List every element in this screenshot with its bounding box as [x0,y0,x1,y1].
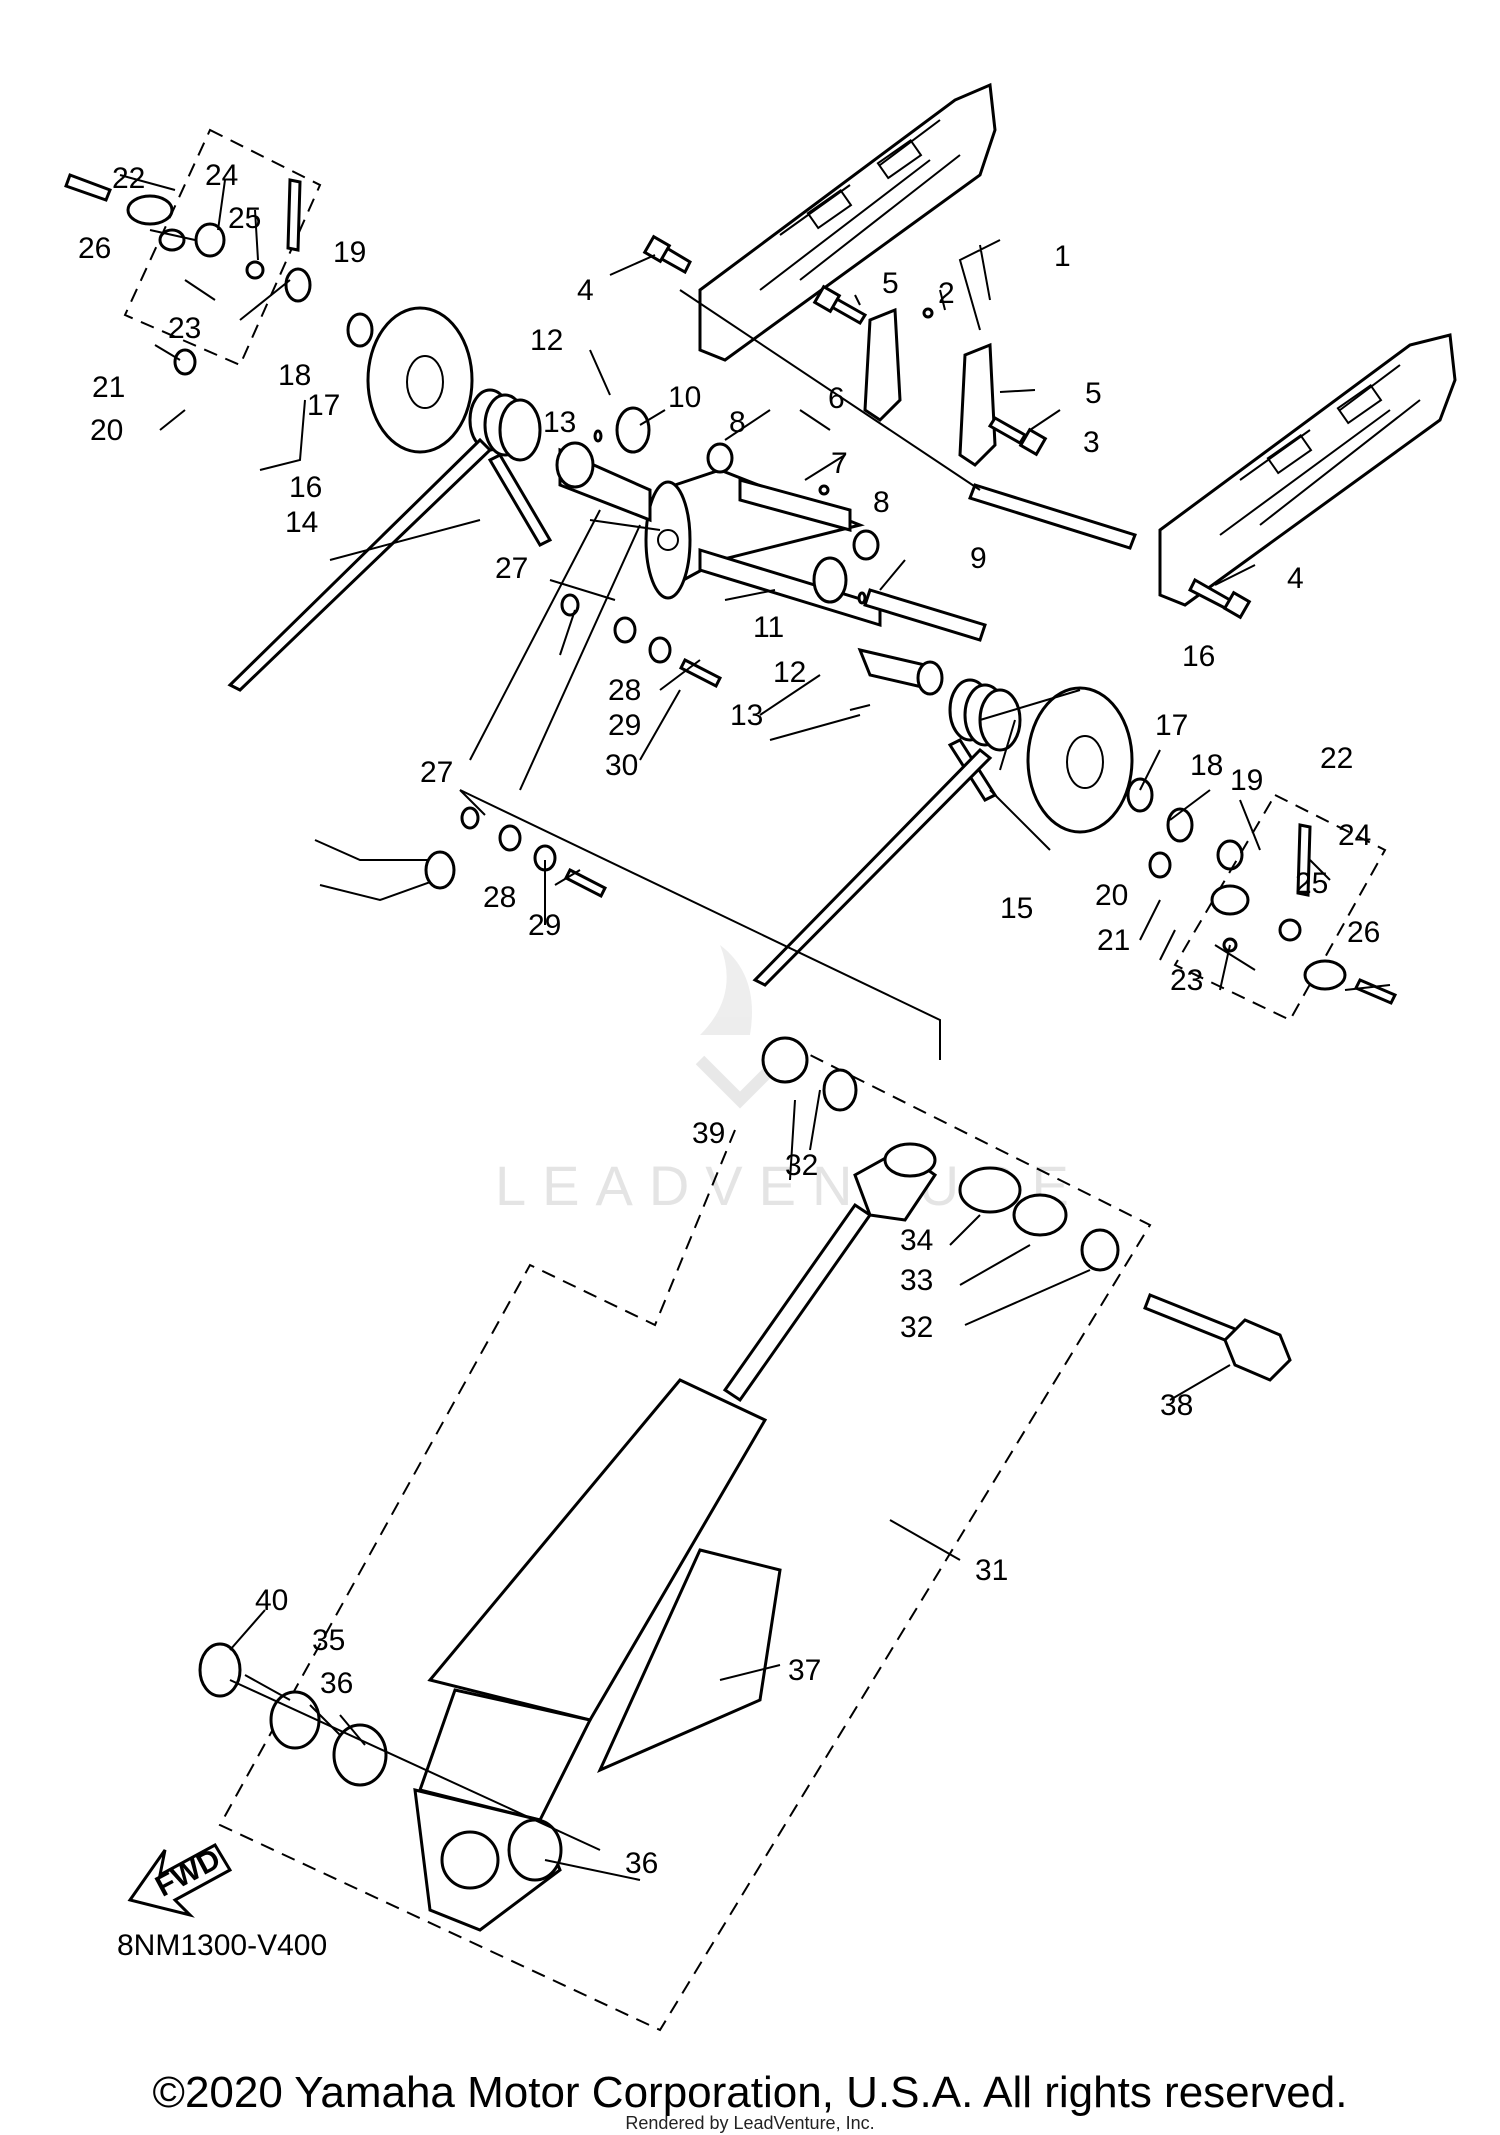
callout-24-left: 24 [205,159,238,192]
spacer-13-right [857,647,944,696]
callout-20-left: 20 [90,414,123,447]
shaft-9 [863,588,987,642]
slide-rail-left [698,82,997,362]
callout-12-right: 12 [773,656,806,689]
callout-33: 33 [900,1264,933,1297]
callout-3: 3 [1083,426,1100,459]
idler-wheel-left [194,222,474,454]
bracket [863,307,997,467]
callout-29-lower: 29 [528,909,561,942]
bolt-4-lower [1187,577,1252,620]
torsion-spring-right [752,678,1022,987]
callout-21-right: 21 [1097,924,1130,957]
callout-18-right: 18 [1190,749,1223,782]
callout-2: 2 [938,277,955,310]
callout-35: 35 [312,1624,345,1657]
front-arm [555,441,882,628]
callout-29-upper: 29 [608,709,641,742]
callout-36-lower: 36 [625,1847,658,1880]
diagram-code: 8NM1300-V400 [117,1929,327,1962]
callout-32-lower: 32 [900,1311,933,1344]
callout-19-left: 19 [333,236,366,269]
callout-38: 38 [1160,1389,1193,1422]
callout-4-lower: 4 [1287,562,1304,595]
callout-26-left: 26 [78,232,111,265]
callout-17-right: 17 [1155,709,1188,742]
callout-23-left: 23 [168,312,201,345]
callout-5-left: 5 [882,267,899,300]
rear-shaft [679,289,1137,550]
callout-15: 15 [1000,892,1033,925]
axle-bolt-group-left [64,128,322,376]
callout-1: 1 [1054,240,1071,273]
callout-32-upper: 32 [785,1149,818,1182]
callout-4-upper: 4 [577,274,594,307]
callout-22-right: 22 [1320,742,1353,775]
callout-12-left: 12 [530,324,563,357]
callout-8-right: 8 [873,486,890,519]
callout-9: 9 [970,542,987,575]
torsion-spring-left [227,388,553,692]
callout-16-left: 16 [289,471,322,504]
fwd-arrow-icon: FWD [127,1842,233,1918]
callout-36-upper: 36 [320,1667,353,1700]
slide-rail-right [1158,333,1457,607]
bolt-4-upper [642,234,692,275]
callout-11: 11 [753,611,784,644]
callout-24-right: 24 [1338,819,1371,852]
bolt-5-left [812,284,868,326]
callout-31: 31 [975,1554,1008,1587]
link-bolts [563,657,723,899]
callout-13-right: 13 [730,699,763,732]
front-arm-ghost [314,839,456,902]
callout-37: 37 [788,1654,821,1687]
shock-absorber [198,1036,1292,2032]
callout-28-upper: 28 [608,674,641,707]
callout-26-right: 26 [1347,916,1380,949]
leader-lines [119,174,1391,1881]
callout-34: 34 [900,1224,933,1257]
callout-8-left: 8 [729,406,746,439]
callout-10: 10 [668,381,701,414]
callout-21-left: 21 [92,371,125,404]
callout-labels: 1 2 3 4 4 5 5 6 7 8 8 9 10 11 12 12 13 1… [78,159,1380,1880]
callout-27-lower: 27 [420,756,453,789]
callout-40: 40 [255,1584,288,1617]
copyright-notice: ©2020 Yamaha Motor Corporation, U.S.A. A… [152,2068,1348,2117]
callout-25-right: 25 [1295,867,1328,900]
collars [593,307,934,605]
callout-28-lower: 28 [483,881,516,914]
callout-17-left: 17 [307,389,340,422]
callout-23-right: 23 [1170,964,1203,997]
callout-13-left: 13 [543,406,576,439]
callout-16-right: 16 [1182,640,1215,673]
callout-6: 6 [828,382,845,415]
callout-22-left: 22 [112,162,145,195]
callout-5-right: 5 [1085,377,1102,410]
callout-19-right: 19 [1230,764,1263,797]
callout-20-right: 20 [1095,879,1128,912]
callout-14: 14 [285,506,318,539]
callout-7: 7 [831,447,848,480]
callout-25-left: 25 [228,202,261,235]
rendered-by-notice: Rendered by LeadVenture, Inc. [625,2113,875,2133]
bolt-5-right [987,415,1048,457]
callout-18-left: 18 [278,359,311,392]
callout-27-upper: 27 [495,552,528,585]
callout-39: 39 [692,1117,725,1150]
callout-30: 30 [605,749,638,782]
